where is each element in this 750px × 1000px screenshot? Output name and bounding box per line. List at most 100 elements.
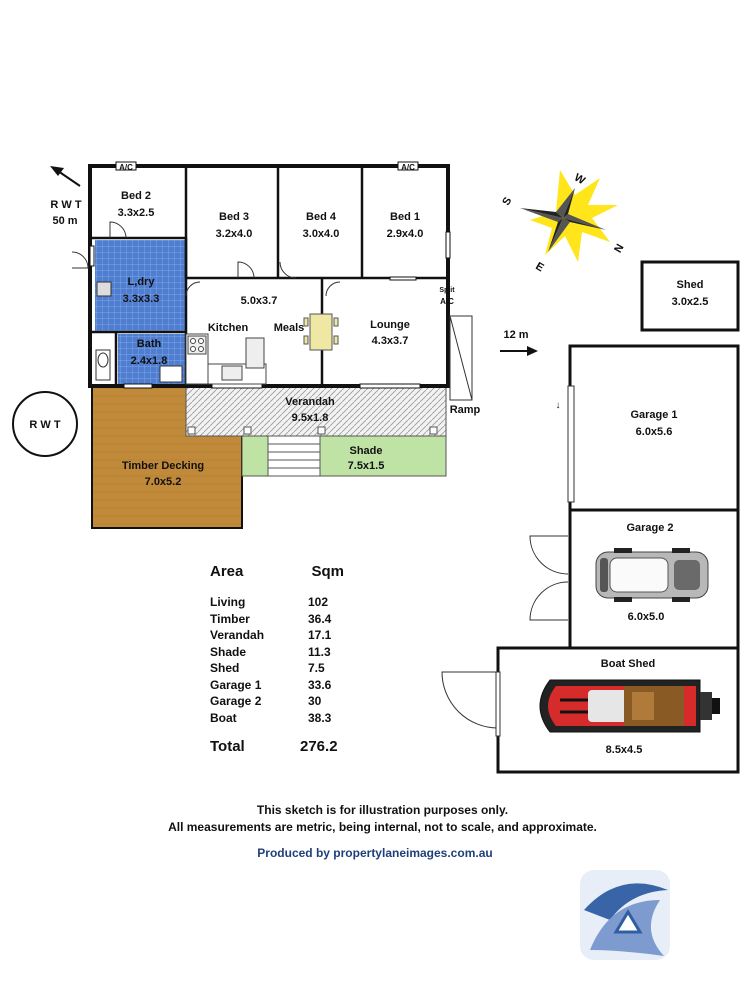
- company-logo: [580, 870, 670, 960]
- boat-icon: [539, 679, 720, 733]
- lounge-size: 4.3x3.7: [372, 335, 409, 347]
- area-header-label: Area: [210, 563, 244, 580]
- shed-label: Shed: [677, 279, 704, 291]
- bath-size: 2.4x1.8: [131, 355, 168, 367]
- bed2-label: Bed 2: [121, 190, 151, 202]
- shed: [640, 260, 740, 332]
- verandah-size: 9.5x1.8: [292, 412, 329, 424]
- area-row-name: Garage 2: [210, 694, 262, 708]
- bed1-label: Bed 1: [390, 211, 420, 223]
- door-arrow-icon: ↓: [556, 400, 561, 411]
- disclaimer-line-1: This sketch is for illustration purposes…: [256, 803, 509, 817]
- area-row-value: 33.6: [308, 677, 332, 692]
- area-table-row: Garage 1 33.6: [210, 677, 360, 694]
- area-table-row: Boat 38.3: [210, 710, 360, 727]
- verandah-area: [185, 385, 447, 437]
- rwt-direction-arrow: [50, 166, 81, 187]
- area-row-name: Garage 1: [210, 677, 262, 692]
- verandah-label: Verandah: [285, 396, 335, 408]
- bed1-size: 2.9x4.0: [387, 228, 424, 240]
- rwt-tank-label: R W T: [29, 419, 60, 431]
- ramp: [449, 315, 473, 401]
- compass-north: N: [612, 242, 626, 255]
- area-row-name: Boat: [210, 710, 237, 725]
- area-row-value: 36.4: [308, 611, 332, 626]
- area-row-name: Verandah: [210, 628, 265, 642]
- lounge-label: Lounge: [370, 319, 410, 331]
- split-ac-label-1: Split: [439, 287, 455, 294]
- split-ac-label-2: A/C: [440, 297, 454, 306]
- steps: [267, 435, 321, 477]
- area-header-unit: Sqm: [311, 563, 344, 580]
- bed4-size: 3.0x4.0: [303, 228, 340, 240]
- timber-size: 7.0x5.2: [145, 476, 182, 488]
- garage1-label: Garage 1: [630, 409, 677, 421]
- living-size: 5.0x3.7: [241, 295, 278, 307]
- rwt-tank: [12, 391, 78, 457]
- ac-markers: [115, 161, 419, 171]
- area-table-row: Shed 7.5: [210, 660, 360, 677]
- shade-label: Shade: [349, 445, 382, 457]
- laundry-label: L,dry: [128, 276, 156, 288]
- boatshed-size: 8.5x4.5: [606, 744, 643, 756]
- bath-fixtures: [95, 349, 183, 383]
- timber-label: Timber Decking: [122, 460, 204, 472]
- garage2-size: 6.0x5.0: [628, 611, 665, 623]
- laundry-size: 3.3x3.3: [123, 293, 160, 305]
- area-table-header: Area Sqm: [210, 563, 360, 580]
- doors: [71, 221, 341, 297]
- boatshed-label: Boat Shed: [601, 658, 655, 670]
- ac-label-1: A/C: [119, 163, 133, 172]
- boatshed-door: [441, 671, 501, 737]
- area-table-row: Living 102: [210, 594, 360, 611]
- area-row-name: Living: [210, 595, 246, 609]
- rwt-distance-label: 50 m: [52, 215, 77, 227]
- ramp-label: Ramp: [450, 404, 481, 416]
- compass-east: E: [533, 260, 545, 274]
- shade-size: 7.5x1.5: [348, 460, 385, 472]
- area-row-value: 7.5: [308, 661, 325, 675]
- area-row-value: 11.3: [308, 644, 331, 659]
- area-total-row: Total 276.2: [210, 738, 360, 755]
- area-table-row: Verandah 17.1: [210, 627, 360, 644]
- area-row-name: Timber: [210, 611, 250, 626]
- kitchen-label: Kitchen: [208, 322, 249, 334]
- bed2-size: 3.3x2.5: [118, 207, 155, 219]
- house-walls: [88, 164, 450, 388]
- shed-size: 3.0x2.5: [672, 296, 709, 308]
- area-row-value: 17.1: [308, 628, 332, 642]
- laundry-sink: [96, 281, 112, 297]
- area-row-value: 38.3: [308, 710, 332, 725]
- distance-arrow: [500, 346, 538, 356]
- area-row-name: Shed: [210, 661, 240, 675]
- area-table-row: Garage 2 30: [210, 693, 360, 710]
- ac-label-2: A/C: [401, 163, 415, 172]
- rwt-pointer-label: R W T: [50, 199, 81, 211]
- bath-label: Bath: [137, 338, 162, 350]
- compass-south: S: [500, 195, 514, 207]
- area-total-value: 276.2: [300, 738, 338, 755]
- distance-12m-label: 12 m: [503, 329, 528, 341]
- area-row-value: 102: [308, 595, 329, 609]
- dining-table: [303, 313, 339, 351]
- garage2-doors: [529, 535, 569, 621]
- bed3-size: 3.2x4.0: [216, 228, 253, 240]
- credit-link[interactable]: Produced by propertylaneimages.com.au: [257, 846, 493, 860]
- area-table-row: Timber 36.4: [210, 611, 360, 628]
- area-row-name: Shade: [210, 644, 247, 659]
- garage1-door: [567, 385, 575, 503]
- compass-sun: [530, 170, 618, 262]
- meals-label: Meals: [274, 322, 305, 334]
- garage1-size: 6.0x5.6: [636, 426, 673, 438]
- bed3-label: Bed 3: [219, 211, 249, 223]
- area-row-value: 30: [308, 694, 322, 708]
- car-icon: [595, 548, 709, 602]
- kitchen-fixtures: [185, 333, 267, 385]
- compass: [520, 170, 618, 262]
- area-table-row: Shade 11.3: [210, 644, 360, 661]
- disclaimer-line-2: All measurements are metric, being inter…: [168, 820, 597, 834]
- compass-west: W: [572, 172, 588, 188]
